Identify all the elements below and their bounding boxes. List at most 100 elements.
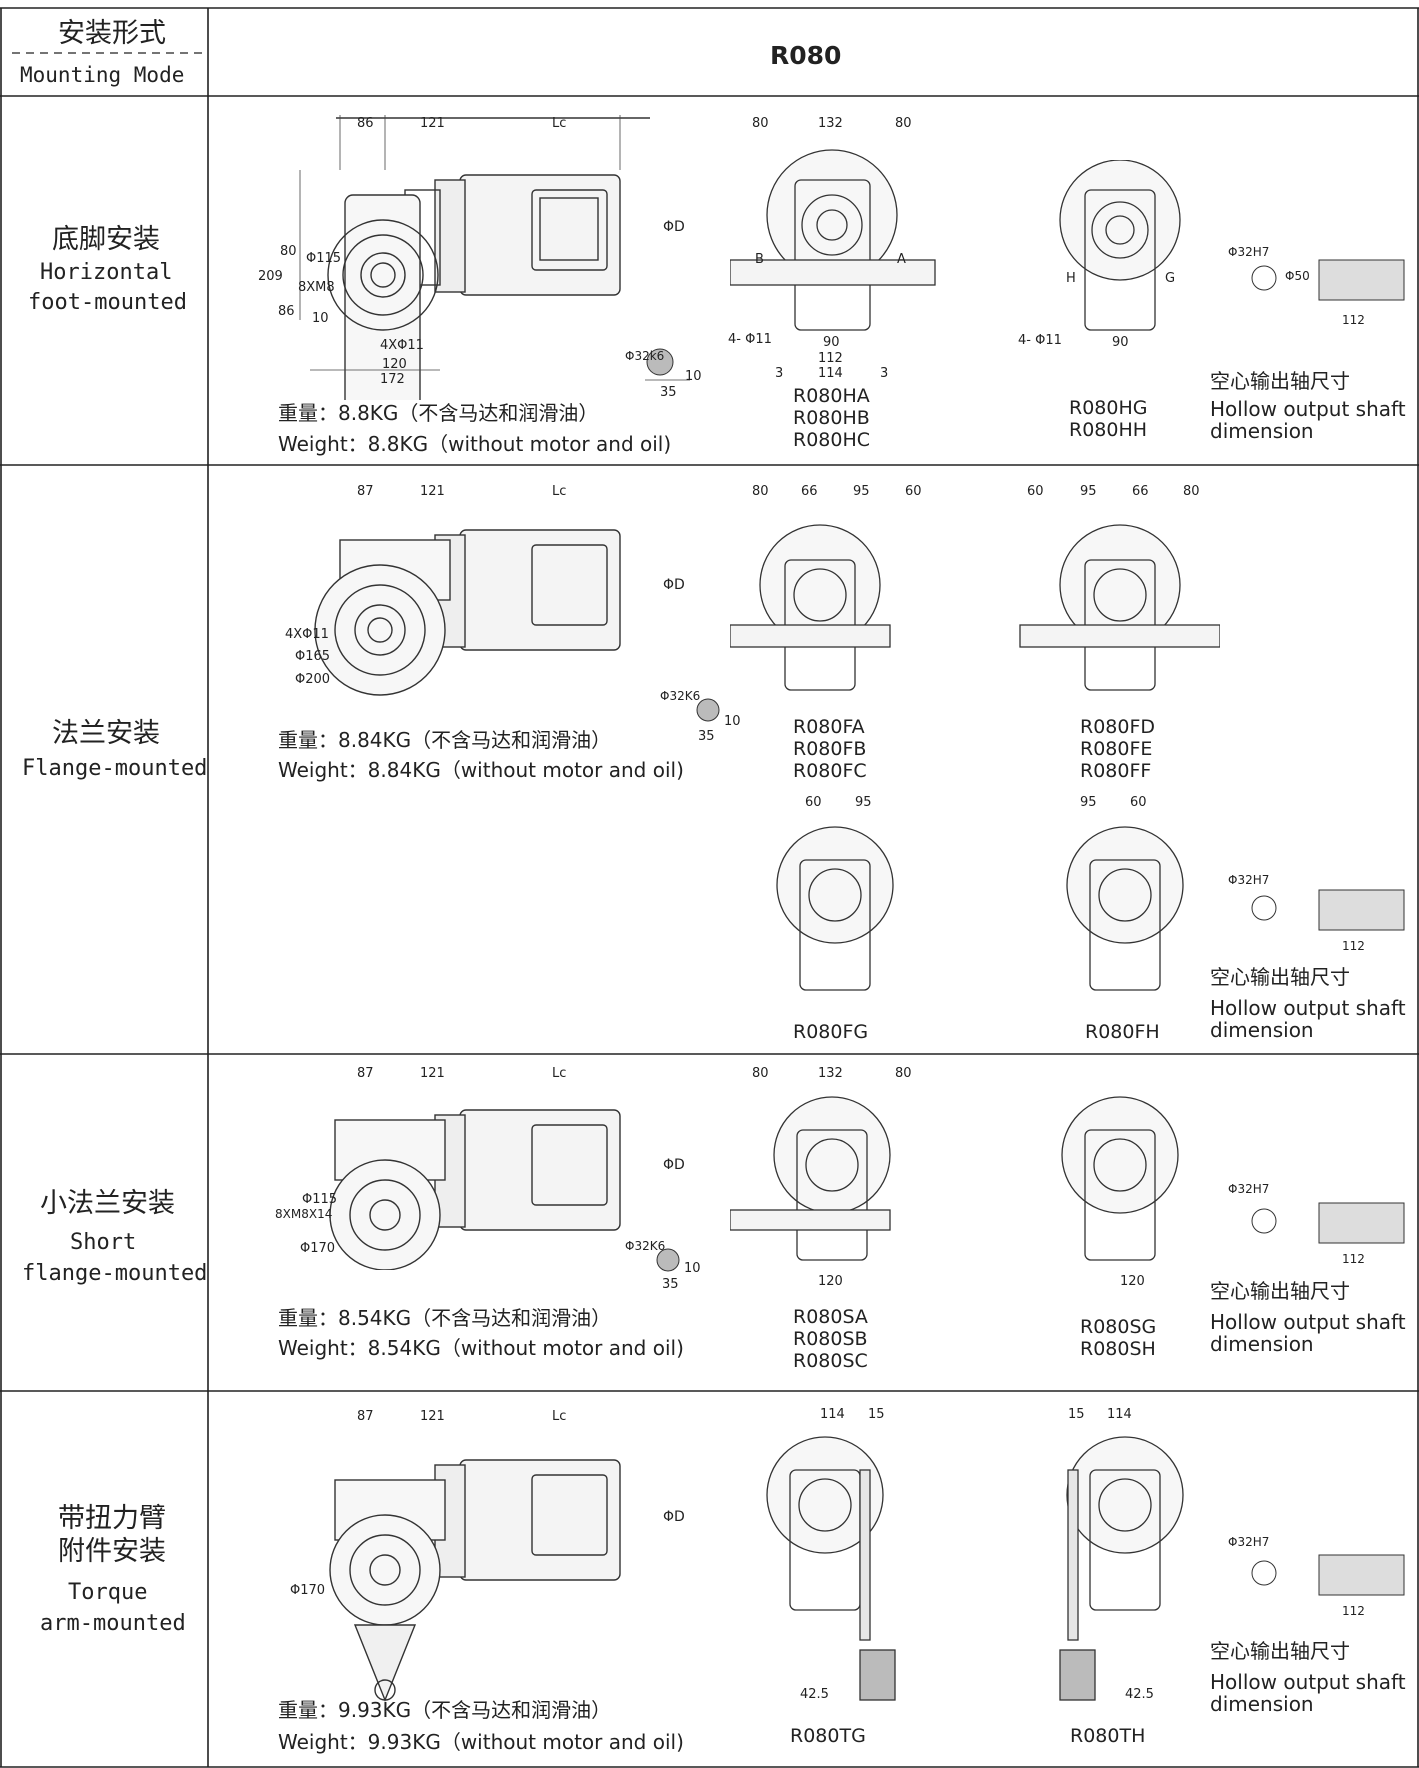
dim-label: 42.5 bbox=[800, 1687, 829, 1702]
dim-label: 15 bbox=[1068, 1407, 1085, 1422]
weight-zh: 重量：8.84KG（不含马达和润滑油） bbox=[278, 728, 612, 752]
dim-label: 209 bbox=[258, 269, 283, 284]
model-code: R080FB bbox=[793, 738, 867, 760]
row-mode-en-line: Horizontal bbox=[40, 260, 173, 285]
gearmotor-torque-arm-drawing bbox=[329, 1459, 621, 1702]
model-title: R080 bbox=[770, 41, 842, 70]
gearmotor-side-drawing bbox=[329, 1109, 621, 1270]
hollow-shaft-section-icon bbox=[1251, 889, 1405, 931]
model-code: R080HG bbox=[1069, 397, 1148, 419]
dim-label: 95 bbox=[1080, 795, 1097, 810]
dim-label: 80 bbox=[752, 116, 769, 131]
torque-arm-view-g bbox=[766, 1436, 896, 1701]
dim-label: 60 bbox=[805, 795, 822, 810]
dim-label: 120 bbox=[1120, 1274, 1145, 1289]
hollow-shaft-section-icon bbox=[1251, 1554, 1405, 1596]
dim-label: 121 bbox=[420, 1409, 445, 1424]
dim-label: 60 bbox=[1027, 484, 1044, 499]
dim-label: ΦD bbox=[663, 1509, 685, 1525]
dim-label: 132 bbox=[818, 1066, 843, 1081]
hollow-title-en: Hollow output shaft bbox=[1210, 397, 1406, 421]
flange-view-h bbox=[1066, 826, 1184, 991]
row-mode-en-line: foot-mounted bbox=[28, 290, 187, 315]
dim-label: ΦD bbox=[663, 219, 685, 235]
dim-label: 120 bbox=[382, 357, 407, 372]
dim-label: 87 bbox=[357, 1066, 374, 1081]
hollow-shaft-section-icon bbox=[1251, 259, 1405, 301]
weight-zh: 重量：8.54KG（不含马达和润滑油） bbox=[278, 1306, 612, 1330]
dim-label: 80 bbox=[895, 1066, 912, 1081]
dim-label: Lc bbox=[552, 116, 567, 131]
gearmotor-side-drawing bbox=[314, 529, 621, 696]
hollow-title-zh: 空心输出轴尺寸 bbox=[1210, 1639, 1350, 1663]
model-code: R080FA bbox=[793, 716, 865, 738]
row-mode-en-line: Short bbox=[70, 1230, 137, 1255]
gearmotor-side-drawing bbox=[299, 115, 650, 400]
output-shaft-key-icon bbox=[656, 1248, 680, 1272]
dim-label: 112 bbox=[1342, 1604, 1365, 1618]
dim-label: ΦD bbox=[663, 577, 685, 593]
model-code: R080HH bbox=[1069, 419, 1148, 441]
dim-label: H bbox=[1066, 271, 1076, 286]
dim-label: 66 bbox=[801, 484, 818, 499]
hollow-title-en: dimension bbox=[1210, 1018, 1314, 1042]
dim-label: 3 bbox=[775, 366, 784, 381]
dim-label: Φ50 bbox=[1285, 269, 1310, 283]
model-code: R080FE bbox=[1080, 738, 1153, 760]
dim-label: 35 bbox=[660, 385, 677, 400]
model-code: R080TH bbox=[1070, 1725, 1146, 1747]
weight-en: Weight：9.93KG（without motor and oil) bbox=[278, 1730, 684, 1754]
dim-label: ΦD bbox=[663, 1157, 685, 1173]
dim-label: 4XΦ11 bbox=[380, 338, 424, 353]
dim-label: 95 bbox=[1080, 484, 1097, 499]
dim-label: 114 bbox=[1107, 1407, 1132, 1422]
hollow-title-en: dimension bbox=[1210, 419, 1314, 443]
dim-label: 60 bbox=[1130, 795, 1147, 810]
dim-label: Φ115 bbox=[302, 1192, 338, 1207]
dim-label: 112 bbox=[1342, 1252, 1365, 1266]
row-mode-en-line: Flange-mounted bbox=[22, 756, 208, 781]
dim-label: Φ32H7 bbox=[1228, 873, 1270, 887]
dim-label: 4- Φ11 bbox=[728, 332, 772, 347]
model-code: R080SH bbox=[1080, 1338, 1156, 1360]
hollow-title-en: Hollow output shaft bbox=[1210, 1310, 1406, 1334]
model-code: R080HC bbox=[793, 429, 871, 451]
dim-label: 121 bbox=[420, 116, 445, 131]
row-mode-en-line: Torque bbox=[68, 1580, 148, 1605]
dim-label: Φ115 bbox=[306, 251, 342, 266]
flange-view-g bbox=[776, 826, 894, 991]
dim-label: 121 bbox=[420, 484, 445, 499]
dim-label: 35 bbox=[698, 729, 715, 744]
dim-label: 86 bbox=[357, 116, 374, 131]
dim-label: 60 bbox=[905, 484, 922, 499]
model-code: R080FD bbox=[1080, 716, 1156, 738]
dim-label: 114 bbox=[820, 1407, 845, 1422]
dim-label: 172 bbox=[380, 372, 405, 387]
model-code: R080HA bbox=[793, 385, 870, 407]
dim-label: 80 bbox=[752, 1066, 769, 1081]
dim-label: 4- Φ11 bbox=[1018, 333, 1062, 348]
dim-label: 95 bbox=[855, 795, 872, 810]
dim-label: 10 bbox=[685, 369, 702, 384]
hollow-title-zh: 空心输出轴尺寸 bbox=[1210, 965, 1350, 989]
dim-label: 35 bbox=[662, 1277, 679, 1292]
front-view-drawing bbox=[730, 149, 936, 331]
dim-label: Lc bbox=[552, 1409, 567, 1424]
hollow-title-en: dimension bbox=[1210, 1692, 1314, 1716]
dim-label: 66 bbox=[1132, 484, 1149, 499]
hollow-title-en: Hollow output shaft bbox=[1210, 1670, 1406, 1694]
torque-arm-view-h bbox=[1059, 1436, 1184, 1701]
dim-label: 132 bbox=[818, 116, 843, 131]
dim-label: B bbox=[755, 252, 764, 267]
dim-label: Φ32K6 bbox=[660, 689, 701, 703]
row-mode-zh: 带扭力臂 bbox=[58, 1503, 166, 1534]
weight-en: Weight：8.8KG（without motor and oil) bbox=[278, 432, 672, 456]
weight-en: Weight：8.54KG（without motor and oil) bbox=[278, 1336, 684, 1360]
row-mode-zh: 附件安装 bbox=[58, 1536, 166, 1567]
hollow-shaft-front-view bbox=[1059, 160, 1181, 331]
dim-label: Φ32H7 bbox=[1228, 1535, 1270, 1549]
dim-label: 120 bbox=[818, 1274, 843, 1289]
dim-label: Lc bbox=[552, 484, 567, 499]
dim-label: 90 bbox=[823, 335, 840, 350]
